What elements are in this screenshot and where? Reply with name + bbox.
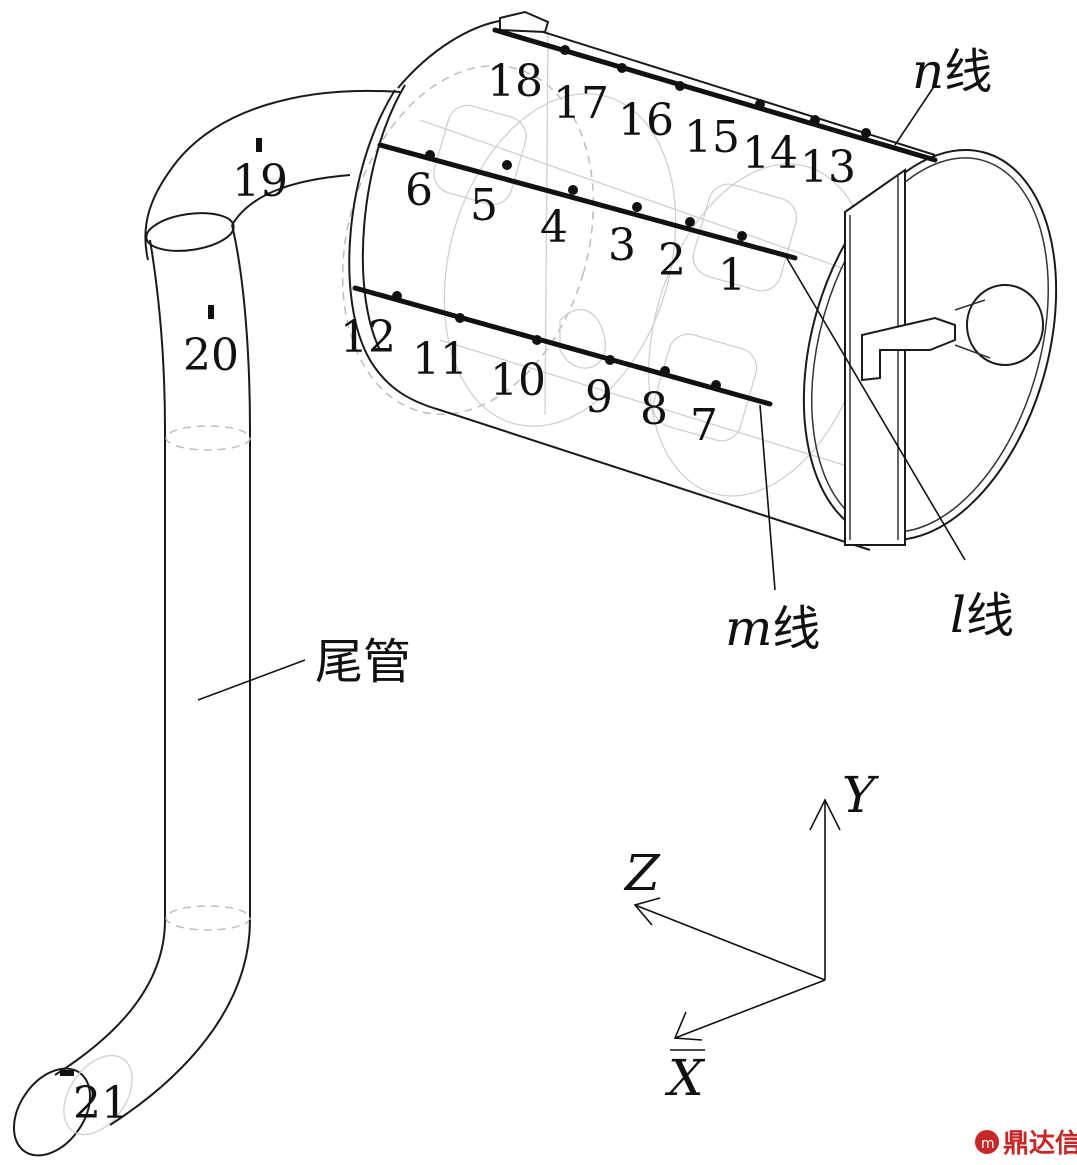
marker-12 <box>392 291 402 301</box>
point-label-10: 10 <box>490 355 546 406</box>
point-label-8: 8 <box>640 384 668 435</box>
point-label-5: 5 <box>470 180 498 231</box>
point-label-15: 15 <box>684 112 740 163</box>
watermark: m 鼎达信 <box>975 1129 1077 1159</box>
svg-text:m: m <box>981 1136 995 1152</box>
point-label-11: 11 <box>412 334 468 385</box>
z-axis-label: Z <box>623 844 661 902</box>
point-label-19: 19 <box>232 156 288 207</box>
watermark-text: 鼎达信 <box>1003 1129 1077 1159</box>
point-label-12: 12 <box>340 312 396 363</box>
point-label-4: 4 <box>540 202 568 253</box>
point-label-13: 13 <box>800 142 856 193</box>
marker-19 <box>256 138 262 152</box>
point-label-1: 1 <box>718 250 746 301</box>
marker-13 <box>861 128 871 138</box>
point-labels: 1 2 3 4 5 6 7 8 9 10 11 12 13 14 15 16 1… <box>73 56 856 1129</box>
marker-10 <box>532 335 542 345</box>
m-line <box>352 285 773 407</box>
tail-pipe <box>12 89 401 1157</box>
marker-11 <box>455 313 465 323</box>
point-label-18: 18 <box>487 56 543 107</box>
marker-20 <box>208 305 214 319</box>
coordinate-axes: Y Z X <box>623 766 879 1107</box>
point-label-3: 3 <box>608 220 636 271</box>
marker-2 <box>685 217 695 227</box>
point-label-17: 17 <box>553 78 609 129</box>
x-axis-label: X <box>664 1049 706 1107</box>
marker-18 <box>560 45 570 55</box>
l-line <box>377 142 798 261</box>
marker-9 <box>605 355 615 365</box>
marker-4 <box>568 185 578 195</box>
point-label-16: 16 <box>618 95 674 146</box>
marker-17 <box>617 63 627 73</box>
point-label-9: 9 <box>585 372 613 423</box>
point-label-2: 2 <box>658 235 686 286</box>
marker-7 <box>711 380 721 390</box>
marker-6 <box>425 150 435 160</box>
m-line-label: m线 <box>725 599 820 657</box>
point-label-6: 6 <box>405 165 433 216</box>
point-label-7: 7 <box>690 400 718 451</box>
marker-3 <box>632 202 642 212</box>
point-label-20: 20 <box>183 330 239 381</box>
marker-16 <box>675 81 685 91</box>
marker-1 <box>737 231 747 241</box>
muffler-body <box>341 10 1058 551</box>
point-markers <box>60 45 871 1076</box>
line-callouts: n线 l线 m线 尾管 <box>197 42 1014 701</box>
marker-5 <box>502 160 512 170</box>
l-line-label: l线 <box>950 586 1014 644</box>
point-label-21: 21 <box>73 1078 129 1129</box>
n-line-label: n线 <box>912 42 992 100</box>
tailpipe-label: 尾管 <box>315 634 411 690</box>
marker-8 <box>660 366 670 376</box>
marker-15 <box>755 99 765 109</box>
point-label-14: 14 <box>742 128 798 179</box>
marker-21 <box>60 1070 74 1076</box>
marker-14 <box>810 115 820 125</box>
y-axis-label: Y <box>842 766 879 824</box>
